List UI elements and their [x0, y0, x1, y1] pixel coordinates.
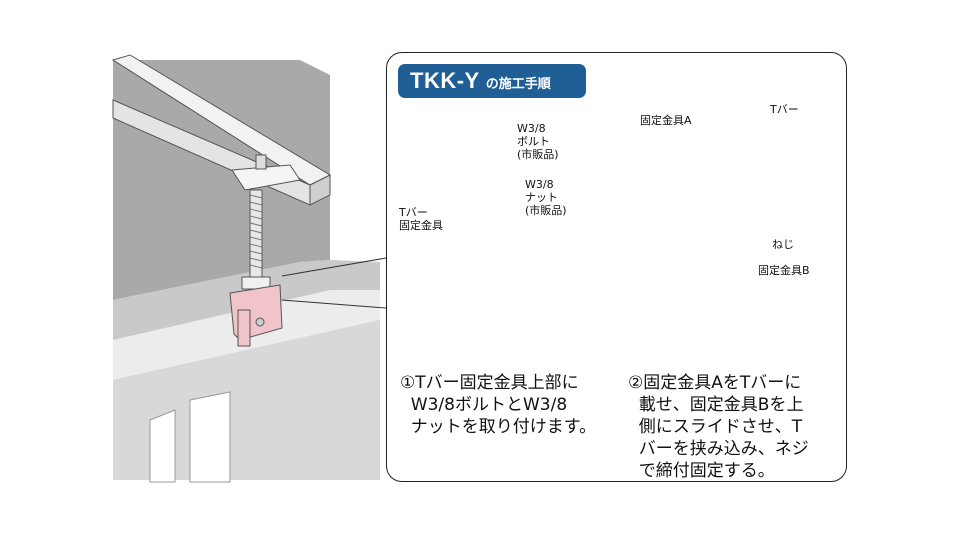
ceiling-scene [111, 54, 387, 483]
procedure-title: の施工手順 [485, 77, 551, 92]
tbar-bracket-label: Tバー 固定金具 [399, 206, 443, 232]
bracket-b-label: 固定金具B [758, 264, 810, 277]
product-name: TKK-Y [410, 68, 480, 93]
tbar-label: Tバー [770, 103, 799, 116]
step2-caption: ②固定金具AをTバーに 載せ、固定金具Bを上 側にスライドさせ、T バーを挟み込… [628, 373, 809, 481]
instruction-panel [386, 52, 847, 482]
screw-label: ねじ [772, 238, 794, 251]
bracket-a-label: 固定金具A [640, 114, 692, 127]
bolt-label: W3/8 ボルト (市販品) [517, 122, 559, 161]
step1-caption: ①Tバー固定金具上部に W3/8ボルトとW3/8 ナットを取り付けます。 [400, 373, 597, 437]
procedure-title-badge: TKK-Y の施工手順 [398, 64, 586, 98]
nut-label: W3/8 ナット (市販品) [525, 178, 567, 217]
